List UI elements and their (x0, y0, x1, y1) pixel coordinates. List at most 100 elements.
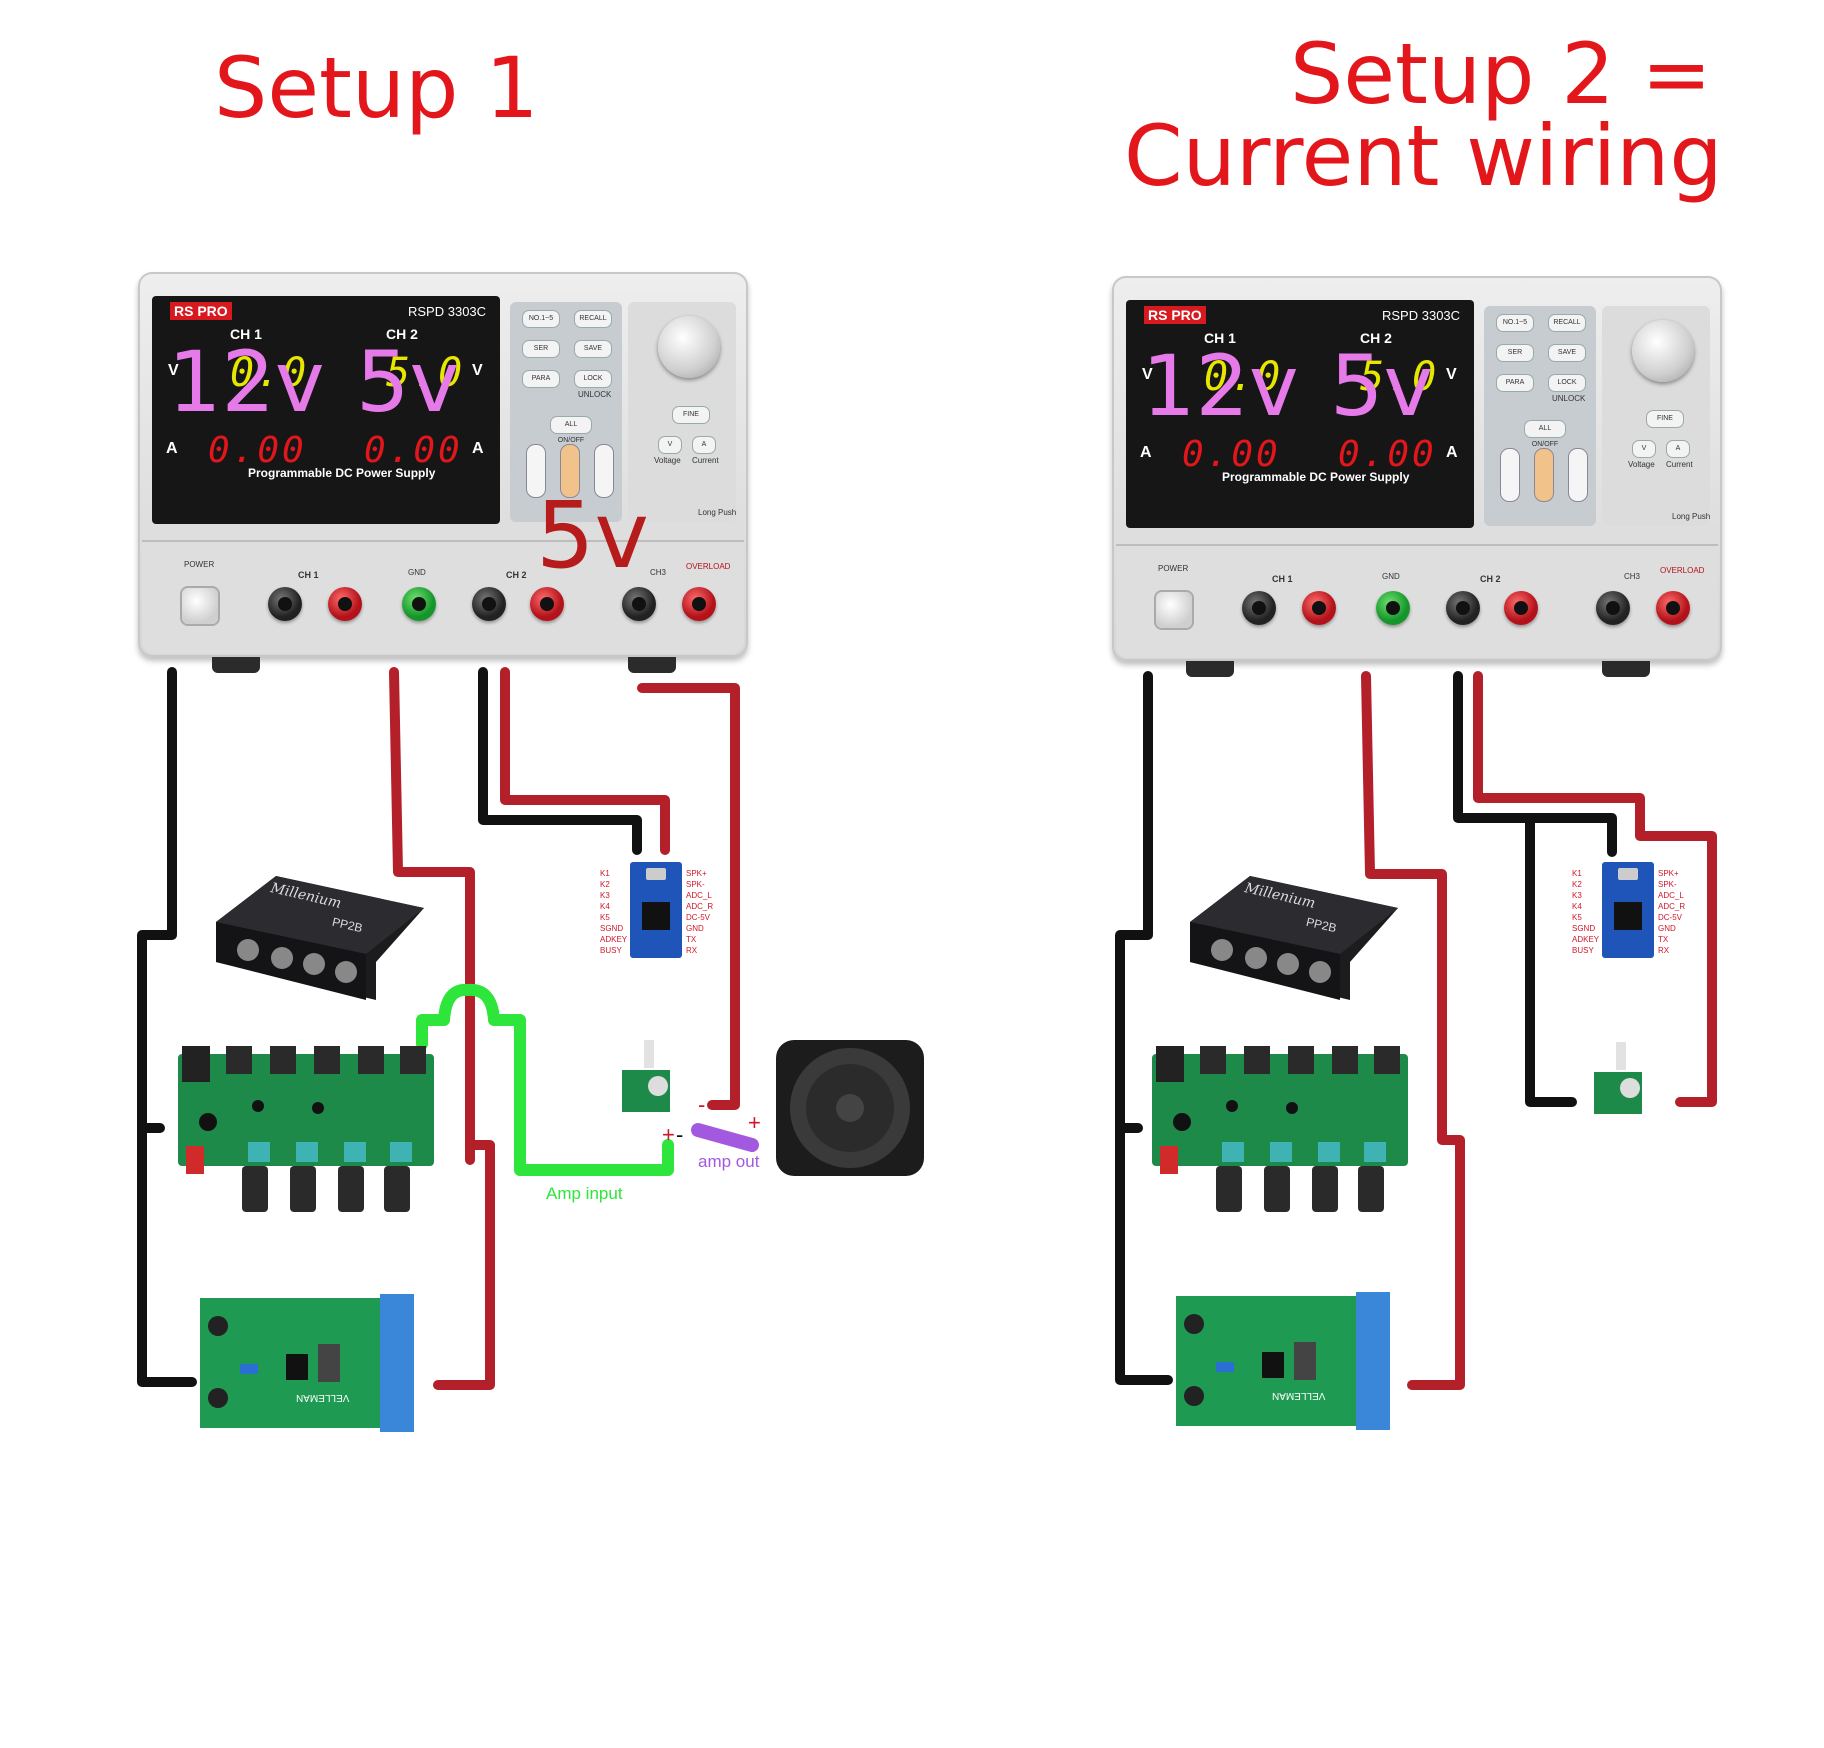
power-supply-setup1: RS PRO RSPD 3303C CH 1 CH 2 V V A A 0.0 … (138, 272, 748, 673)
psu-foot-left (212, 657, 260, 673)
ch2-label: CH 2 (386, 326, 418, 342)
key-lock[interactable]: LOCK (574, 370, 612, 388)
adjust-knob[interactable] (658, 316, 720, 378)
velleman-board-setup2: VELLEMAN (1176, 1292, 1392, 1430)
key-no1-5[interactable]: NO.1~5 (522, 310, 560, 328)
setup1-mp3-5v-wire (500, 667, 670, 855)
amp-unit-right: A (1446, 444, 1458, 461)
ch1-terminal-label: CH 1 (1272, 574, 1293, 584)
mp3-module-setup2: K1 K2 K3 K4 K5 SGND ADKEY BUSY SPK+ SPK-… (1572, 862, 1694, 966)
setup2-mp3-5v-wire (1473, 671, 1717, 1107)
all-onoff-button[interactable]: ALL ON/OFF (550, 416, 592, 444)
gnd-terminal[interactable] (402, 587, 436, 621)
power-button[interactable] (1156, 592, 1192, 628)
psu-foot-left (1186, 661, 1234, 677)
ch1-negative-terminal[interactable] (268, 587, 302, 621)
volt-unit-left: V (1142, 366, 1153, 383)
key-recall[interactable]: RECALL (1548, 314, 1586, 332)
ch2-terminal-label: CH 2 (1480, 574, 1501, 584)
setup-1-title: Setup 1 (214, 39, 539, 137)
ch2-positive-terminal[interactable] (1504, 591, 1538, 625)
volt-unit-left: V (168, 362, 179, 379)
psu-display (1126, 300, 1474, 528)
ch3-terminal-label: CH3 (1624, 572, 1641, 581)
ch2-negative-terminal[interactable] (472, 587, 506, 621)
ch1-positive-terminal[interactable] (328, 587, 362, 621)
gnd-terminal[interactable] (1376, 591, 1410, 625)
key-lock[interactable]: LOCK (1548, 374, 1586, 392)
voltage-button[interactable]: V (658, 436, 682, 454)
ch3-voltage-annotation: 5v (536, 482, 649, 589)
brand-logo: RS PRO (170, 302, 232, 320)
voltage-button[interactable]: V (1632, 440, 1656, 458)
ch1-voltage-display: 0.0 (1204, 354, 1283, 400)
dmx-splitter-setup1: Millenium PP2B (206, 862, 424, 1000)
unlock-label: UNLOCK (1552, 394, 1586, 403)
ch1-terminal-label: CH 1 (298, 570, 319, 580)
ch1-voltage-annotation: 12v (1142, 337, 1299, 435)
key-ser[interactable]: SER (522, 340, 560, 358)
current-button[interactable]: A (1666, 440, 1690, 458)
fine-button[interactable]: FINE (1646, 410, 1684, 428)
ch3-negative-terminal[interactable] (1596, 591, 1630, 625)
all-onoff-button[interactable]: ALL ON/OFF (1524, 420, 1566, 448)
mp3-pins-right: SPK+ SPK- ADC_L ADC_R DC-5V GND TX RX (686, 869, 714, 955)
ch1-positive-terminal[interactable] (1302, 591, 1336, 625)
ch2-current-display: 0.00 (1338, 434, 1437, 475)
mixer-board-setup1 (178, 1046, 434, 1216)
key-para[interactable]: PARA (1496, 374, 1534, 392)
key-ser[interactable]: SER (1496, 344, 1534, 362)
ch3-positive-terminal[interactable] (682, 587, 716, 621)
mp3-board (1602, 862, 1654, 958)
fine-button[interactable]: FINE (672, 406, 710, 424)
ch3-positive-terminal[interactable] (1656, 591, 1690, 625)
current-button[interactable]: A (692, 436, 716, 454)
key-save[interactable]: SAVE (1548, 344, 1586, 362)
ch2-button[interactable] (560, 444, 580, 498)
amp-input-wire (416, 983, 674, 1176)
key-recall[interactable]: RECALL (574, 310, 612, 328)
setup2-12v-wire (1361, 671, 1465, 1390)
power-label: POWER (1158, 564, 1189, 573)
ch1-button[interactable] (1500, 448, 1520, 502)
ch2-voltage-display: 5.0 (386, 350, 465, 396)
amp-input-minus: - (676, 1122, 684, 1147)
ch1-negative-terminal[interactable] (1242, 591, 1276, 625)
ch2-button[interactable] (1534, 448, 1554, 502)
mp3-pins-right: SPK+ SPK- ADC_L ADC_R DC-5V GND TX RX (1658, 869, 1686, 955)
ch1-button[interactable] (526, 444, 546, 498)
amp-out-plus: + (748, 1110, 761, 1135)
ch2-positive-terminal[interactable] (530, 587, 564, 621)
ch3-negative-terminal[interactable] (622, 587, 656, 621)
power-button[interactable] (182, 588, 218, 624)
voltage-label: Voltage (654, 456, 681, 465)
setup-2-subtitle: Current wiring (1124, 107, 1723, 205)
speaker (776, 1040, 924, 1176)
psu-footer: Programmable DC Power Supply (248, 466, 436, 480)
ch1-voltage-display: 0.0 (230, 350, 309, 396)
velleman-label: VELLEMAN (1272, 1390, 1326, 1401)
amp-module-setup1 (622, 1040, 674, 1118)
psu-footer: Programmable DC Power Supply (1222, 470, 1410, 484)
velleman-board-setup1: VELLEMAN (200, 1294, 416, 1432)
ch3-button[interactable] (1568, 448, 1588, 502)
ch1-current-display: 0.00 (1182, 434, 1281, 475)
setup-2-title: Setup 2 = (1290, 25, 1712, 123)
amp-out-wire (691, 1123, 759, 1152)
key-save[interactable]: SAVE (574, 340, 612, 358)
ch2-negative-terminal[interactable] (1446, 591, 1480, 625)
adjust-knob[interactable] (1632, 320, 1694, 382)
ch2-voltage-annotation: 5v (356, 333, 460, 431)
voltage-label: Voltage (1628, 460, 1655, 469)
key-para[interactable]: PARA (522, 370, 560, 388)
psu-foot-right (628, 657, 676, 673)
amp-power-minus: - (698, 1092, 706, 1117)
ch3-button[interactable] (594, 444, 614, 498)
key-no1-5[interactable]: NO.1~5 (1496, 314, 1534, 332)
volt-unit-right: V (1446, 366, 1457, 383)
setup1-ground-wire (137, 667, 197, 1387)
long-push-label: Long Push (698, 508, 737, 517)
amp-unit-right: A (472, 440, 484, 457)
amp-out-label: amp out (698, 1152, 760, 1171)
